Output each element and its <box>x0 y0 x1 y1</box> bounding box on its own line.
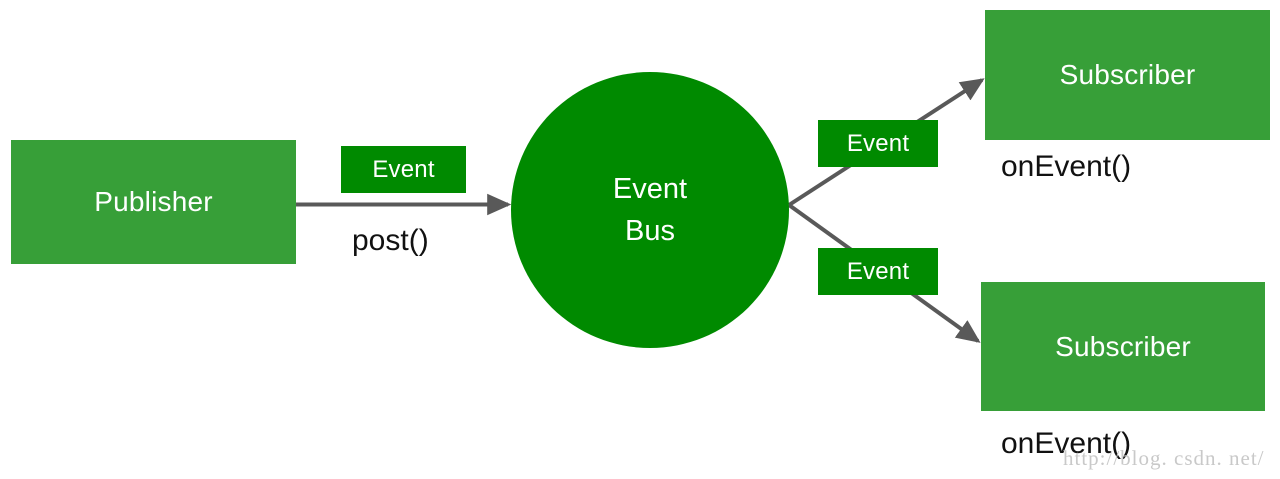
node-event-bus-label-line2: Bus <box>625 215 675 247</box>
edge-label-event-top: Event <box>818 120 938 167</box>
node-subscriber-bottom-label: Subscriber <box>1055 330 1191 362</box>
node-subscriber-bottom[interactable]: Subscriber <box>981 282 1265 411</box>
node-publisher-label: Publisher <box>94 186 213 217</box>
method-label-post: post() <box>352 224 429 257</box>
node-subscriber-top-label: Subscriber <box>1059 59 1196 90</box>
edge-label-event-bottom: Event <box>818 248 938 295</box>
method-label-onevent-top: onEvent() <box>1001 150 1132 183</box>
node-subscriber-top[interactable]: Subscriber <box>985 10 1270 140</box>
node-publisher[interactable]: Publisher <box>11 140 296 264</box>
node-event-bus-label-line1: Event <box>612 172 688 205</box>
node-event-bus[interactable]: Event Bus <box>511 72 789 348</box>
edge-label-event-post: Event <box>341 146 466 193</box>
method-label-onevent-bottom: onEvent() <box>1001 427 1132 460</box>
watermark-text: http://blog. csdn. net/ <box>1063 446 1265 470</box>
